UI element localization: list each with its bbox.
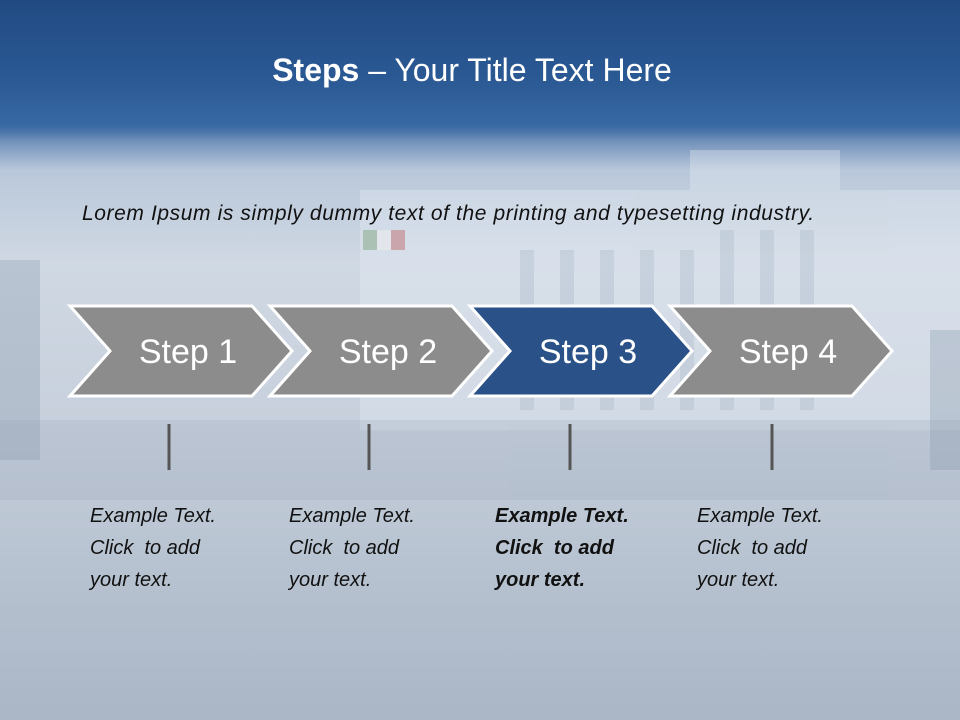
step-3-chevron[interactable]: Step 3: [466, 304, 695, 398]
step-4-shape: [666, 304, 895, 398]
step-4-description-line: Click to add: [697, 537, 808, 559]
step-4-chevron[interactable]: Step 4: [666, 304, 895, 398]
step-4-description[interactable]: Example Text. Click to add your text.: [697, 500, 867, 596]
step-4-description-line: your text.: [697, 569, 780, 591]
title-rest: – Your Title Text Here: [359, 52, 672, 88]
step-3-label: Step 3: [539, 333, 637, 371]
step-1-chevron[interactable]: Step 1: [66, 304, 295, 398]
step-2-description-line: your text.: [289, 569, 372, 591]
step-3-shape: [466, 304, 695, 398]
step-1-description-line: Example Text.: [90, 505, 216, 527]
step-3-description-line: Example Text.: [495, 505, 629, 527]
step-2-description-line: Click to add: [289, 537, 400, 559]
intro-text[interactable]: Lorem Ipsum is simply dummy text of the …: [82, 202, 815, 225]
step-4-description-line: Example Text.: [697, 505, 823, 527]
step-2-description-line: Example Text.: [289, 505, 415, 527]
step-4-label: Step 4: [739, 333, 837, 371]
step-1-description[interactable]: Example Text. Click to add your text.: [90, 500, 260, 596]
step-2-shape: [266, 304, 495, 398]
step-2-description[interactable]: Example Text. Click to add your text.: [289, 500, 459, 596]
step-3-description[interactable]: Example Text. Click to add your text.: [495, 500, 665, 596]
step-1-label: Step 1: [139, 333, 237, 371]
step-3-description-line: Click to add: [495, 537, 614, 559]
step-1-description-line: your text.: [90, 569, 173, 591]
step-1-shape: [66, 304, 295, 398]
slide-title[interactable]: Steps – Your Title Text Here: [0, 52, 944, 89]
step-2-label: Step 2: [339, 333, 437, 371]
step-2-chevron[interactable]: Step 2: [266, 304, 495, 398]
header-band: [0, 0, 960, 140]
step-1-description-line: Click to add: [90, 537, 201, 559]
step-3-description-line: your text.: [495, 569, 586, 591]
title-bold: Steps: [272, 52, 360, 88]
